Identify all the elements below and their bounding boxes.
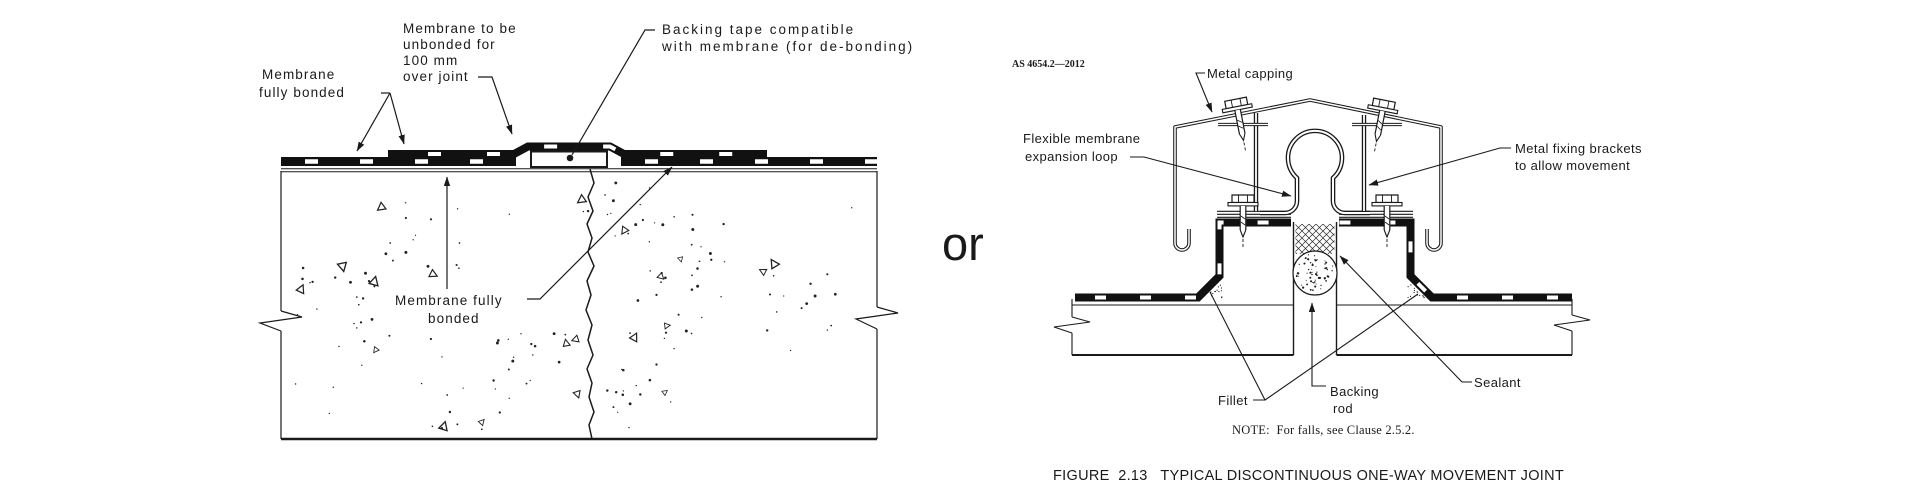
label-backing-tape-1: Backing tape compatible [662, 22, 855, 37]
standard-reference: AS 4654.2—2012 [1012, 59, 1085, 70]
right-diagram-leaders [1130, 72, 1511, 401]
figure-note: NOTE: For falls, see Clause 2.5.2. [1232, 423, 1415, 437]
label-membrane-fully-bonded-left-2: fully bonded [259, 85, 345, 100]
figure-caption: FIGURE 2.13 TYPICAL DISCONTINUOUS ONE-WA… [1053, 468, 1564, 484]
leader-dot [566, 154, 574, 162]
label-membrane-fully-bonded-centre-1: Membrane fully [395, 293, 503, 308]
membrane-left [1075, 218, 1291, 302]
capped-movement-joint-diagram: AS 4654.2—2012 Metal capping Flexible me… [1012, 59, 1642, 437]
left-diagram-labels: Membrane fully bonded Membrane to be unb… [259, 21, 914, 326]
label-backing-tape-2: with membrane (for de-bonding) [661, 39, 914, 54]
label-membrane-unbonded-4: over joint [403, 69, 469, 84]
left-diagram-leaders [356, 29, 673, 300]
label-backing-rod-1: Backing [1330, 384, 1379, 399]
break-line-icon [1553, 314, 1591, 332]
label-membrane-fully-bonded-left: Membrane [262, 67, 335, 82]
label-membrane-fully-bonded-centre-2: bonded [428, 311, 480, 326]
label-flexible-membrane-1: Flexible membrane [1023, 131, 1140, 146]
right-diagram-labels: AS 4654.2—2012 Metal capping Flexible me… [1012, 59, 1642, 437]
label-metal-fixing-brackets-1: Metal fixing brackets [1515, 141, 1642, 156]
break-line-icon [1053, 316, 1091, 334]
label-membrane-unbonded-2: unbonded for [403, 37, 496, 52]
bonded-membrane-joint-diagram: Membrane fully bonded Membrane to be unb… [257, 21, 914, 441]
backing-rod [1292, 250, 1338, 296]
label-flexible-membrane-2: expansion loop [1025, 149, 1118, 164]
or-separator: or [942, 217, 984, 270]
roof-slabs [1053, 222, 1591, 356]
label-membrane-unbonded-3: 100 mm [403, 53, 458, 68]
label-fillet: Fillet [1218, 393, 1248, 408]
concrete-aggregate-texture [294, 181, 853, 432]
joint-gap-faces [1292, 222, 1338, 355]
clamping-plates [1217, 210, 1413, 218]
joint-crack [585, 168, 595, 440]
concrete-slab-outline [257, 168, 899, 441]
label-metal-fixing-brackets-2: to allow movement [1515, 158, 1630, 173]
break-line-icon [257, 310, 303, 332]
membrane-right [1339, 218, 1572, 302]
metal-capping [1173, 98, 1443, 252]
label-backing-rod-2: rod [1333, 401, 1353, 416]
label-membrane-unbonded-1: Membrane to be [403, 21, 517, 36]
label-metal-capping: Metal capping [1207, 66, 1293, 81]
label-sealant: Sealant [1474, 375, 1521, 390]
break-line-icon [853, 306, 899, 330]
expansion-loop [1260, 128, 1370, 216]
backing-rod-texture [1295, 254, 1334, 291]
membrane-layers [281, 142, 877, 168]
